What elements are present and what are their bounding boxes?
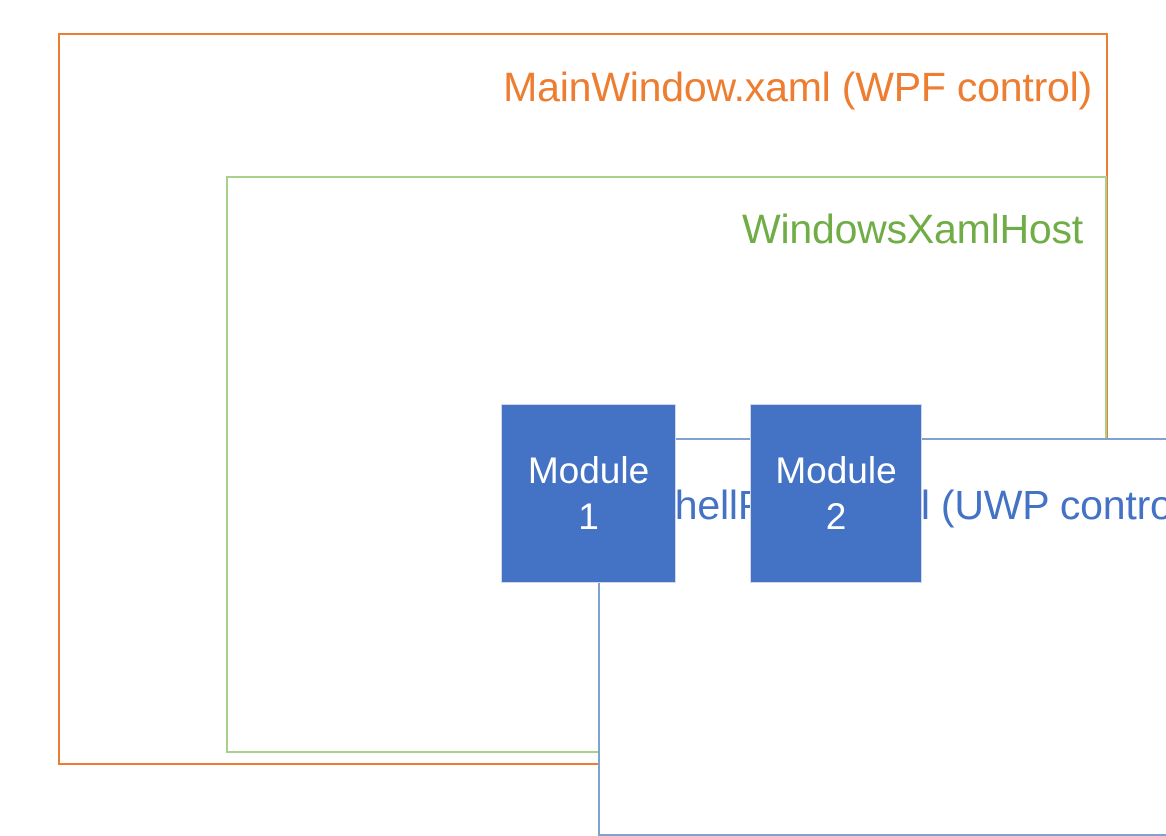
module-block-1: Module 1 bbox=[501, 404, 676, 583]
container-mainwindow-label: MainWindow.xaml (WPF control) bbox=[503, 64, 1092, 110]
diagram-canvas: MainWindow.xaml (WPF control) WindowsXam… bbox=[58, 33, 1166, 836]
module-block-2-number: 2 bbox=[825, 495, 847, 537]
module-block-2: Module 2 bbox=[750, 404, 922, 583]
container-mainwindow-wpf: MainWindow.xaml (WPF control) WindowsXam… bbox=[58, 33, 1166, 836]
module-block-1-number: 1 bbox=[578, 495, 599, 537]
container-windowsxamlhost-label: WindowsXamlHost bbox=[741, 206, 1083, 252]
module-block-1-name: Module bbox=[527, 449, 650, 491]
module-block-2-name: Module bbox=[775, 449, 897, 491]
